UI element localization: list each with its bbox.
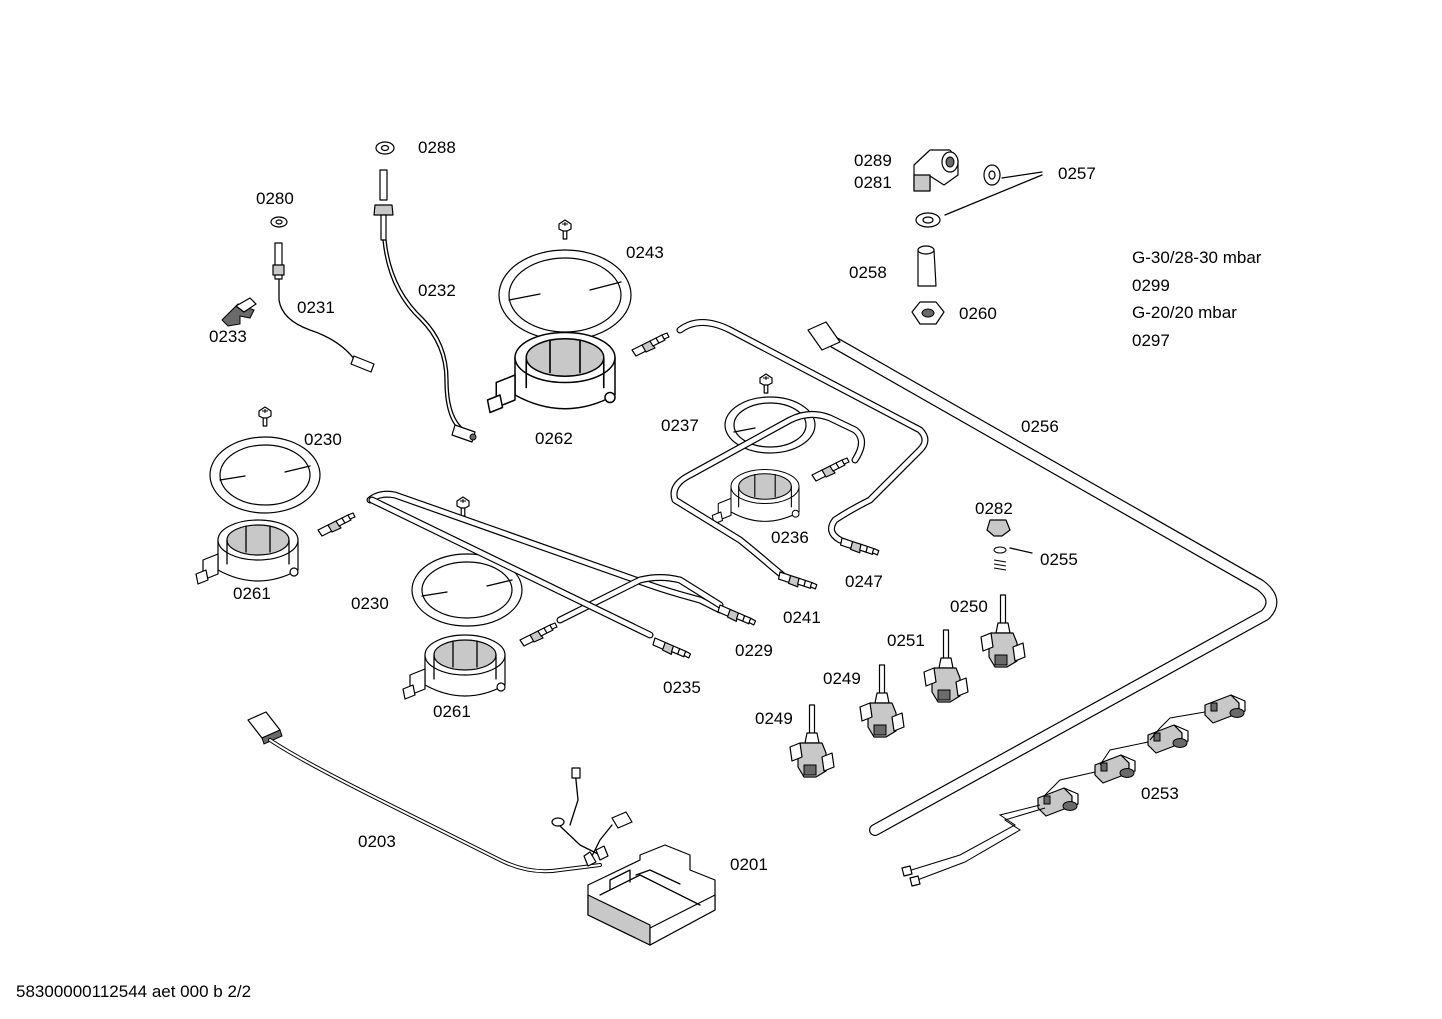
label-0288: 0288 <box>418 138 456 157</box>
label-0260: 0260 <box>959 304 997 323</box>
gas-note-g30: G-30/28-30 mbar <box>1132 248 1262 267</box>
label-0289: 0289 <box>854 151 892 170</box>
label-0282: 0282 <box>975 499 1013 518</box>
label-0201: 0201 <box>730 855 768 874</box>
label-0250: 0250 <box>950 597 988 616</box>
label-0261-bottom: 0261 <box>433 702 471 721</box>
label-0230-lower: 0230 <box>351 594 389 613</box>
gas-tubes <box>366 319 1278 836</box>
label-0232: 0232 <box>418 281 456 300</box>
label-0235: 0235 <box>663 678 701 697</box>
label-0230-upper: 0230 <box>304 430 342 449</box>
gas-note-0297: 0297 <box>1132 331 1170 350</box>
label-0237: 0237 <box>661 416 699 435</box>
label-0231: 0231 <box>297 298 335 317</box>
label-0257: 0257 <box>1058 164 1096 183</box>
label-0255: 0255 <box>1040 550 1078 569</box>
label-0253: 0253 <box>1141 784 1179 803</box>
label-0251: 0251 <box>887 631 925 650</box>
label-0262: 0262 <box>535 429 573 448</box>
label-0233: 0233 <box>209 327 247 346</box>
label-0249-upper: 0249 <box>823 669 861 688</box>
label-0241: 0241 <box>783 608 821 627</box>
label-0249-lower: 0249 <box>755 709 793 728</box>
ignition-switches <box>901 694 1246 887</box>
label-0247: 0247 <box>845 572 883 591</box>
label-0229: 0229 <box>735 641 773 660</box>
label-0261-left: 0261 <box>233 584 271 603</box>
gas-note-0299: 0299 <box>1132 276 1170 295</box>
label-0203: 0203 <box>358 832 396 851</box>
label-0243: 0243 <box>626 243 664 262</box>
gas-note-g20: G-20/20 mbar <box>1132 303 1237 322</box>
label-0280: 0280 <box>256 189 294 208</box>
document-id-footer: 58300000112544 aet 000 b 2/2 <box>16 982 252 1001</box>
label-0256: 0256 <box>1021 417 1059 436</box>
label-0281: 0281 <box>854 173 892 192</box>
label-0258: 0258 <box>849 263 887 282</box>
label-0236: 0236 <box>771 528 809 547</box>
